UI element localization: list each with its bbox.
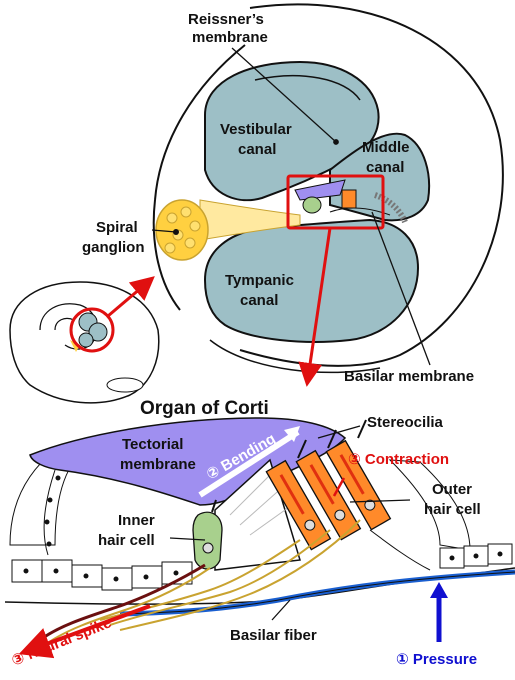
- pressure-arrowhead: [430, 582, 448, 598]
- middle-canal-label-1: Middle: [362, 139, 410, 156]
- pressure-label: ① Pressure: [396, 651, 477, 668]
- middle-canal-label-2: canal: [366, 159, 404, 176]
- cochlea-inset: [10, 282, 159, 403]
- tectorial-membrane-label-1: Tectorial: [122, 436, 183, 453]
- vestibular-canal-label-1: Vestibular: [220, 121, 292, 138]
- spiral-ganglion-label-2: ganglion: [82, 239, 145, 256]
- spiral-ganglion-label-1: Spiral: [96, 219, 138, 236]
- stereocilia-label: Stereocilia: [367, 414, 444, 431]
- organ-of-corti-title: Organ of Corti: [140, 398, 269, 419]
- basilar-membrane-label: Basilar membrane: [344, 368, 474, 385]
- tympanic-canal-label-2: canal: [240, 292, 278, 309]
- organ-of-corti: Organ of Corti: [5, 398, 515, 670]
- inner-hair-cell: [193, 512, 222, 569]
- contraction-label: ③ Contraction: [348, 451, 449, 468]
- tectorial-membrane-label-2: membrane: [120, 456, 196, 473]
- reissners-membrane-label-2: membrane: [192, 29, 268, 46]
- inner-hair-cell-label-2: hair cell: [98, 532, 155, 549]
- inner-hair-cell-label-1: Inner: [118, 512, 155, 529]
- neural-spike-label: ③ Neural spike: [9, 614, 114, 669]
- outer-hair-cell-label-1: Outer: [432, 481, 472, 498]
- reissners-membrane-label-1: Reissner’s: [188, 11, 264, 28]
- basilar-fiber-label: Basilar fiber: [230, 627, 317, 644]
- vestibular-canal-label-2: canal: [238, 141, 276, 158]
- outer-hair-cell-label-2: hair cell: [424, 501, 481, 518]
- tympanic-canal-label-1: Tympanic: [225, 272, 294, 289]
